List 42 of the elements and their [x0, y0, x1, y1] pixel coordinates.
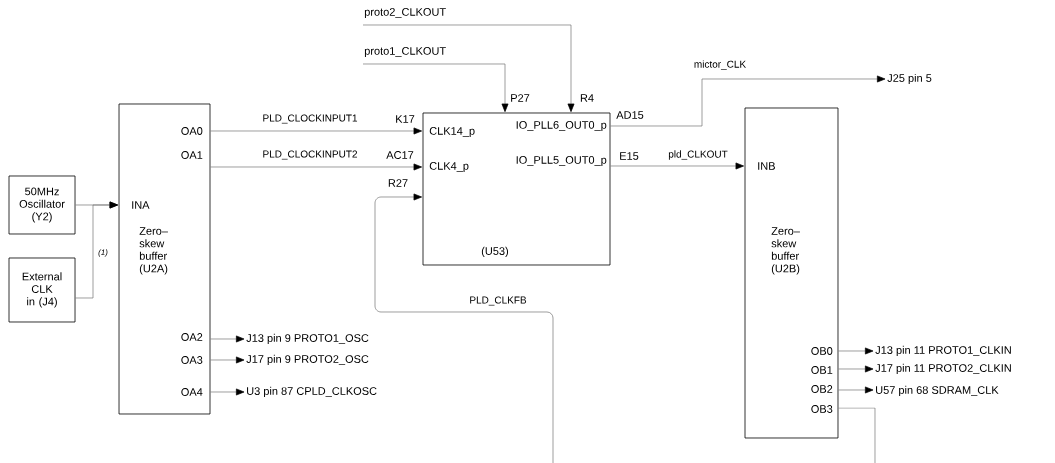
signal-text: J17 pin 9 PROTO2_OSC [246, 354, 369, 366]
pin-label: AC17 [386, 151, 414, 159]
pin-label: R27 [388, 179, 408, 187]
connector-line [838, 386, 874, 394]
fpga-box: CLK14_p CLK4_p IO_PLL6_OUT0_p IO_PLL5_OUT0_p (U53) [422, 112, 611, 266]
oscillator-box: 50MHz Oscillator (Y2) [8, 175, 76, 235]
buffer-box: INA Zero– skew buffer (U2A) OA0 OA1 OA2 OA3 OA4 [118, 103, 211, 415]
edge-label: PLD_CLOCKINPUT1 [261, 113, 359, 125]
connector-line [210, 356, 245, 364]
edge-label: PLD_CLKFB [468, 295, 528, 307]
connector-line [210, 127, 422, 135]
edge-label: mictor_CLK [692, 59, 748, 71]
connector-line [838, 365, 874, 373]
connector-line [75, 201, 118, 299]
pin-label: E15 [620, 152, 639, 160]
connector-line [210, 163, 422, 171]
pin-label: P27 [511, 94, 530, 102]
edge-label: PLD_CLOCKINPUT2 [261, 149, 359, 161]
connector-line [210, 335, 245, 343]
pin-label: K17 [396, 115, 415, 123]
signal-text: proto2_CLKOUT [364, 8, 446, 18]
connector-line [838, 407, 876, 463]
signal-text: U3 pin 87 CPLD_CLKOSC [247, 386, 377, 398]
buffer-box: INB Zero– skew buffer (U2B) OB0 OB1 OB2 OB3 [744, 107, 839, 439]
pin-label: R4 [580, 94, 594, 102]
connector-line [838, 347, 874, 355]
connector-line [210, 388, 245, 396]
signal-text: proto1_CLKOUT [364, 47, 446, 57]
connector-box: External CLK in (J4) [8, 257, 76, 323]
connector-line [610, 75, 886, 127]
edge-label: (1) [97, 248, 109, 258]
signal-text: J17 pin 11 PROTO2_CLKIN [875, 363, 1011, 375]
connector-line [374, 193, 554, 463]
signal-text: U57 pin 68 SDRAM_CLK [876, 385, 999, 397]
pin-label: AD15 [616, 111, 644, 119]
signal-text: J13 pin 11 PROTO1_CLKIN [875, 345, 1011, 357]
connector-line [362, 63, 509, 112]
signal-text: J13 pin 9 PROTO1_OSC [246, 333, 369, 345]
connector-line [610, 162, 744, 170]
edge-label: pld_CLKOUT [667, 149, 729, 161]
connector-line [362, 24, 575, 112]
signal-text: J25 pin 5 [887, 73, 932, 85]
